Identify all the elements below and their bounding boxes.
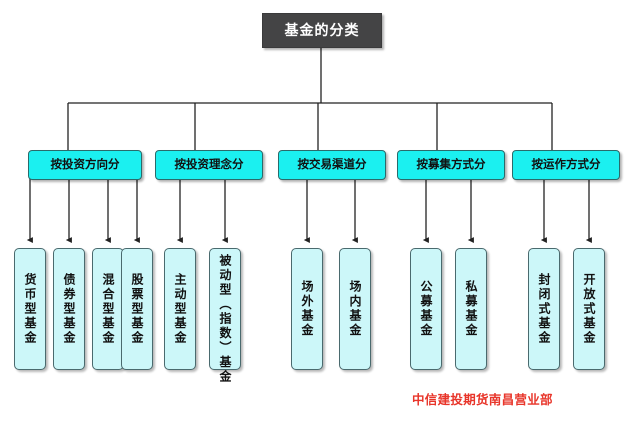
leaf-label: 私募基金 <box>464 280 478 338</box>
category-label: 按运作方式分 <box>531 157 601 172</box>
category-node-1[interactable]: 按投资理念分 <box>155 150 263 180</box>
leaf-label: 封闭式基金 <box>537 272 551 346</box>
leaf-label: 公募基金 <box>419 280 433 338</box>
category-node-4[interactable]: 按运作方式分 <box>512 150 620 180</box>
leaf-label: 场外基金 <box>300 280 314 338</box>
leaf-label: 开放式基金 <box>582 272 596 346</box>
leaf-node-4-0[interactable]: 封闭式基金 <box>528 248 560 370</box>
leaf-node-2-0[interactable]: 场外基金 <box>291 248 323 370</box>
leaf-label: 债券型基金 <box>62 272 76 346</box>
footer-credit: 中信建投期货南昌营业部 <box>412 392 553 407</box>
category-label: 按投资方向分 <box>50 157 120 172</box>
leaf-label: 混合型基金 <box>101 272 115 346</box>
leaf-label: 货币型基金 <box>23 272 37 346</box>
leaf-label: 被动型（指数）基金 <box>218 254 232 385</box>
leaf-node-0-2[interactable]: 混合型基金 <box>92 248 124 370</box>
leaf-node-3-0[interactable]: 公募基金 <box>410 248 442 370</box>
leaf-label: 主动型基金 <box>173 272 187 346</box>
leaf-node-4-1[interactable]: 开放式基金 <box>573 248 605 370</box>
leaf-node-2-1[interactable]: 场内基金 <box>339 248 371 370</box>
root-node: 基金的分类 <box>262 13 382 48</box>
category-node-2[interactable]: 按交易渠道分 <box>278 150 386 180</box>
category-label: 按交易渠道分 <box>297 157 367 172</box>
root-label: 基金的分类 <box>284 22 360 39</box>
leaf-node-0-1[interactable]: 债券型基金 <box>53 248 85 370</box>
leaf-node-1-0[interactable]: 主动型基金 <box>164 248 196 370</box>
leaf-node-3-1[interactable]: 私募基金 <box>455 248 487 370</box>
category-label: 按募集方式分 <box>416 157 486 172</box>
category-node-0[interactable]: 按投资方向分 <box>28 150 142 180</box>
leaf-node-1-1[interactable]: 被动型（指数）基金 <box>209 248 241 385</box>
leaf-node-0-3[interactable]: 股票型基金 <box>121 248 153 370</box>
category-node-3[interactable]: 按募集方式分 <box>397 150 505 180</box>
leaf-node-0-0[interactable]: 货币型基金 <box>14 248 46 370</box>
category-label: 按投资理念分 <box>174 157 244 172</box>
leaf-label: 股票型基金 <box>130 272 144 346</box>
leaf-label: 场内基金 <box>348 280 362 338</box>
